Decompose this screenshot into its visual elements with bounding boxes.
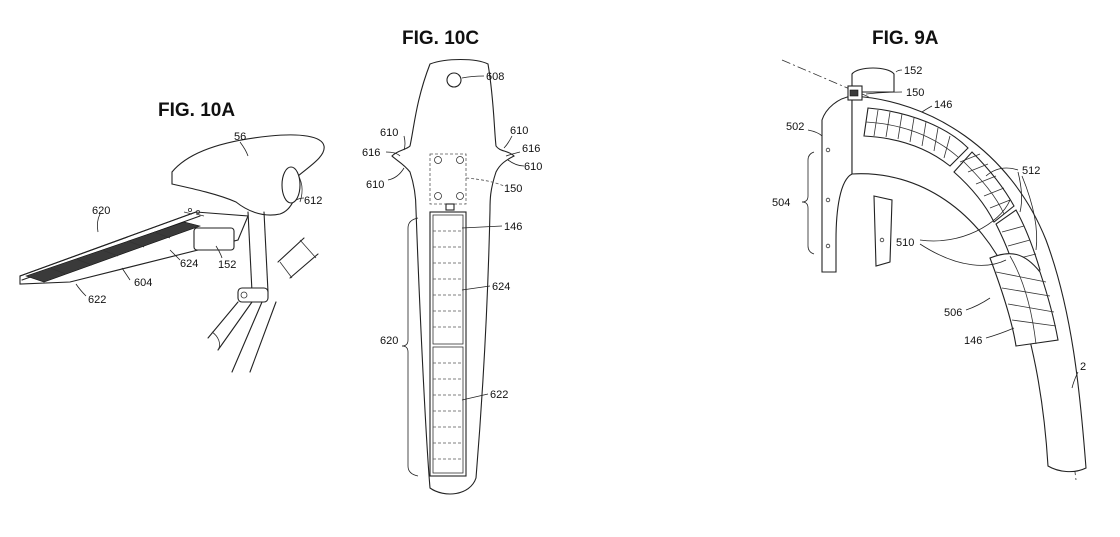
lamp-unit-152 (847, 67, 895, 101)
ref-152: 152 (904, 65, 922, 77)
ref-610-right-top: 610 (510, 125, 528, 137)
ref-510: 510 (896, 237, 914, 249)
bicycle-saddle-drawing (171, 134, 325, 216)
figure-9a: FIG. 9A (772, 28, 1087, 481)
ref-608: 608 (486, 71, 504, 83)
ref-512: 512 (1022, 165, 1040, 177)
mudguard-604-drawing (19, 207, 249, 285)
fork-plate-502 (821, 95, 853, 273)
seat-post-and-frame-drawing (207, 211, 319, 373)
ref-616-left: 616 (362, 147, 380, 159)
ref-146: 146 (504, 221, 522, 233)
ref-612: 612 (304, 195, 322, 207)
ref-146-top: 146 (934, 99, 952, 111)
curved-mudguard-506 (851, 95, 1087, 473)
solar-panels-146 (863, 107, 1059, 347)
mounting-hole-608 (446, 72, 462, 88)
clamp-plate-150 (429, 153, 467, 205)
ref-624: 624 (492, 281, 510, 293)
ref-150: 150 (504, 183, 522, 195)
ref-624: 624 (180, 258, 198, 270)
solar-cell-dividers (433, 230, 463, 460)
ref-152: 152 (218, 259, 236, 271)
ref-616-right: 616 (522, 143, 540, 155)
ref-610-right-bottom: 610 (524, 161, 542, 173)
ref-150: 150 (906, 87, 924, 99)
figure-10c: FIG. 10C 608 610 (362, 28, 542, 495)
ref-604: 604 (134, 277, 152, 289)
ref-504: 504 (772, 197, 790, 209)
ref-610-left-bottom: 610 (366, 179, 384, 191)
ref-610-left-top: 610 (380, 127, 398, 139)
ref-622: 622 (88, 294, 106, 306)
ref-56: 56 (234, 131, 246, 143)
ref-146-bottom: 146 (964, 335, 982, 347)
ref-502: 502 (786, 121, 804, 133)
ref-620: 620 (380, 335, 398, 347)
figure-9a-title: FIG. 9A (872, 28, 939, 49)
ref-506: 506 (944, 307, 962, 319)
figure-10a: FIG. 10A (19, 100, 325, 373)
figure-10a-title: FIG. 10A (158, 100, 235, 121)
ref-2: 2 (1080, 361, 1086, 373)
figure-10c-title: FIG. 10C (402, 28, 479, 49)
ref-622: 622 (490, 389, 508, 401)
ref-620: 620 (92, 205, 110, 217)
